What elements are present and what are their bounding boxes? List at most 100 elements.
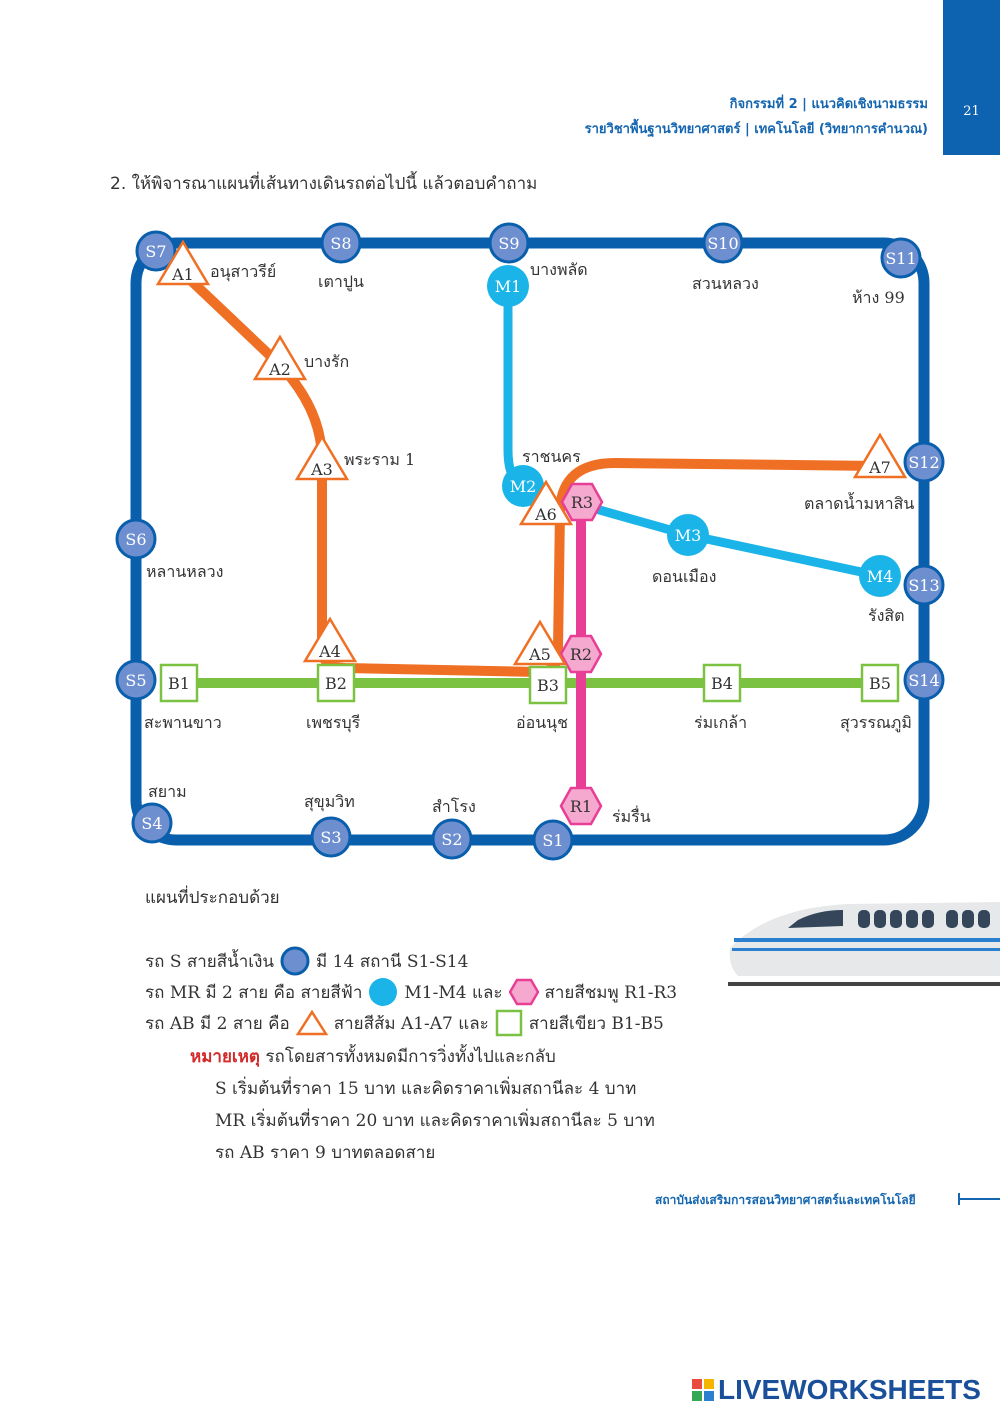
station-label: B1: [168, 674, 190, 693]
station-S2: [431, 818, 473, 860]
place-name: พระราม 1: [344, 450, 416, 469]
note-label: หมายเหตุ: [190, 1047, 260, 1067]
station-label: A1: [171, 265, 194, 284]
place-name: ดอนเมือง: [652, 567, 717, 586]
station-label: B3: [537, 676, 559, 695]
station-S11: [880, 237, 922, 279]
legend-text: รถ AB มี 2 สาย คือ: [145, 1013, 290, 1034]
station-B2: [316, 663, 356, 703]
station-A6: [518, 479, 574, 526]
place-name: สวนหลวง: [692, 274, 759, 293]
place-name: สะพานขาว: [144, 713, 222, 732]
station-label: B4: [711, 674, 733, 693]
place-name: สยาม: [148, 782, 187, 801]
station-label: A2: [268, 360, 291, 379]
place-name: สุขุมวิท: [304, 792, 355, 811]
station-S13: [903, 564, 945, 606]
station-label: S14: [908, 671, 939, 690]
station-R3: [560, 482, 604, 522]
station-M2: [502, 465, 544, 507]
station-label: A7: [868, 458, 891, 477]
station-label: S6: [125, 530, 146, 549]
station-label: A3: [310, 460, 333, 479]
station-S6: [115, 518, 157, 560]
station-R2: [559, 634, 603, 674]
place-name: ตลาดน้ำมหาสิน: [804, 494, 915, 513]
place-name: ร่มรื่น: [612, 807, 651, 826]
station-A1: [155, 239, 211, 286]
place-name: สำโรง: [432, 797, 476, 816]
station-label: M3: [675, 526, 702, 545]
station-label: S13: [908, 576, 939, 595]
station-label: M4: [867, 567, 894, 586]
liveworksheets-logo: LIVEWORKSHEETS: [692, 1374, 981, 1406]
station-label: M2: [510, 477, 537, 496]
footer-institution: สถาบันส่งเสริมการสอนวิทยาศาสตร์และเทคโนโ…: [655, 1193, 916, 1207]
station-A7: [852, 432, 908, 479]
legend-text: M1-M4 และ: [404, 982, 503, 1003]
legend-text: รถ S สายสีน้ำเงิน: [145, 951, 275, 972]
station-label: S12: [908, 453, 939, 472]
station-label: A4: [318, 642, 341, 661]
station-B1: [159, 663, 199, 703]
green-square-icon: [495, 1009, 523, 1037]
legend-text: มี 14 สถานี S1-S14: [316, 951, 469, 972]
place-name: บางรัก: [304, 352, 350, 371]
legend-text: สายสีเขียว B1-B5: [528, 1013, 664, 1034]
place-name: รังสิต: [868, 606, 905, 625]
line-m: [503, 286, 526, 491]
page-number: 21: [963, 104, 980, 119]
station-S4: [131, 802, 173, 844]
blue-circle-icon: [280, 946, 310, 976]
station-label: A5: [528, 645, 551, 664]
station-label: S7: [145, 242, 166, 261]
station-label: R1: [570, 797, 592, 816]
station-label: M1: [495, 277, 522, 296]
liveworksheets-text: LIVEWORKSHEETS: [718, 1374, 981, 1405]
orange-triangle-icon: [295, 1009, 328, 1036]
fare-mr: MR เริ่มต้นที่ราคา 20 บาท และคิดราคาเพิ่…: [215, 1111, 655, 1131]
fare-s: S เริ่มต้นที่ราคา 15 บาท และคิดราคาเพิ่ม…: [215, 1079, 637, 1099]
station-label: B5: [869, 674, 891, 693]
station-label: S9: [498, 234, 519, 253]
station-S5: [115, 659, 157, 701]
lightblue-circle-icon: [369, 978, 398, 1006]
legend-intro: แผนที่ประกอบด้วย: [145, 888, 280, 908]
station-label: R2: [570, 645, 592, 664]
legend-mr: รถ MR มี 2 สาย คือ สายสีฟ้า M1-M4 และ สา…: [145, 977, 677, 1007]
train-illustration: [728, 902, 1000, 986]
station-label: R3: [571, 493, 593, 512]
station-M1: [487, 265, 529, 307]
place-name: หลานหลวง: [146, 562, 224, 581]
place-name: ห้าง 99: [852, 288, 905, 307]
station-S12: [903, 441, 945, 483]
station-label: S4: [141, 814, 162, 833]
station-label: S10: [707, 234, 738, 253]
station-label: A6: [534, 505, 557, 524]
line-s: [130, 237, 930, 846]
legend-text: รถ MR มี 2 สาย คือ สายสีฟ้า: [145, 982, 363, 1003]
legend-text: สายสีส้ม A1-A7 และ: [333, 1013, 489, 1034]
station-label: S2: [441, 830, 462, 849]
footer-divider: [958, 1198, 1000, 1200]
place-name: สุวรรณภูมิ: [840, 713, 912, 732]
station-A5: [512, 619, 568, 666]
station-A2: [252, 334, 308, 381]
question-text: 2. ให้พิจารณาแผนที่เส้นทางเดินรถต่อไปนี้…: [110, 174, 538, 194]
note: หมายเหตุ รถโดยสารทั้งหมดมีการวิ่งทั้งไปแ…: [190, 1043, 556, 1070]
legend-s: รถ S สายสีน้ำเงิน มี 14 สถานี S1-S14: [145, 946, 468, 976]
station-S3: [310, 816, 352, 858]
station-M3: [667, 514, 709, 556]
place-name: เพชรบุรี: [306, 713, 361, 732]
station-S14: [903, 659, 945, 701]
station-label: B2: [325, 674, 347, 693]
header-activity: กิจกรรมที่ 2 | แนวคิดเชิงนามธรรม: [729, 97, 928, 112]
liveworksheets-icon: [692, 1379, 714, 1401]
station-S7: [135, 230, 177, 272]
station-label: S1: [542, 831, 563, 850]
legend-ab: รถ AB มี 2 สาย คือ สายสีส้ม A1-A7 และ สา…: [145, 1009, 664, 1037]
pink-hexagon-icon: [508, 978, 539, 1006]
place-name: ราชนคร: [522, 447, 581, 466]
